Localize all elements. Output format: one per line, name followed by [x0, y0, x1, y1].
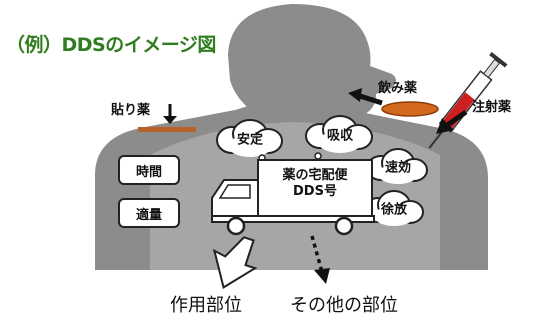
arrow-left-icon — [348, 88, 383, 106]
pill-icon — [381, 101, 439, 117]
arrow-down-icon — [163, 104, 177, 124]
patch-bar — [138, 127, 196, 132]
head-shape — [228, 4, 396, 120]
time-label: 時間 — [135, 164, 162, 180]
fast-acting-label: 速効 — [384, 160, 412, 176]
absorption-label: 吸収 — [326, 128, 354, 144]
amount-box: 適量 — [118, 198, 180, 228]
sustained-release-label: 徐放 — [380, 202, 408, 218]
truck-wheel-front — [226, 216, 246, 236]
cloud-fast-acting — [366, 148, 428, 184]
truck-label-line2: DDS号 — [293, 184, 337, 200]
truck-window — [218, 184, 251, 199]
patch-label: 貼り薬 — [111, 103, 151, 118]
truck-cargo — [257, 159, 373, 217]
cloud-stability — [216, 119, 283, 157]
truck-label-line1: 薬の宅配便 — [282, 168, 348, 183]
target-site-label: 作用部位 — [170, 295, 242, 316]
injection-arrow-icon — [436, 109, 468, 134]
page-title: （例）DDSのイメージ図 — [6, 34, 216, 56]
cloud-dot — [314, 152, 322, 160]
truck-wheel-rear — [334, 216, 354, 236]
injection-label: 注射薬 — [472, 100, 512, 115]
cloud-absorption — [305, 115, 373, 153]
target-site-arrow — [212, 236, 258, 289]
oral-label: 飲み薬 — [378, 81, 418, 96]
truck-label: 薬の宅配便 DDS号 — [262, 168, 368, 201]
time-box: 時間 — [118, 155, 180, 185]
amount-label: 適量 — [135, 207, 162, 223]
truck-base — [211, 215, 375, 223]
truck-icon — [211, 159, 375, 236]
stability-label: 安定 — [236, 132, 264, 148]
other-sites-arrow — [310, 235, 330, 284]
other-sites-label: その他の部位 — [290, 295, 398, 316]
